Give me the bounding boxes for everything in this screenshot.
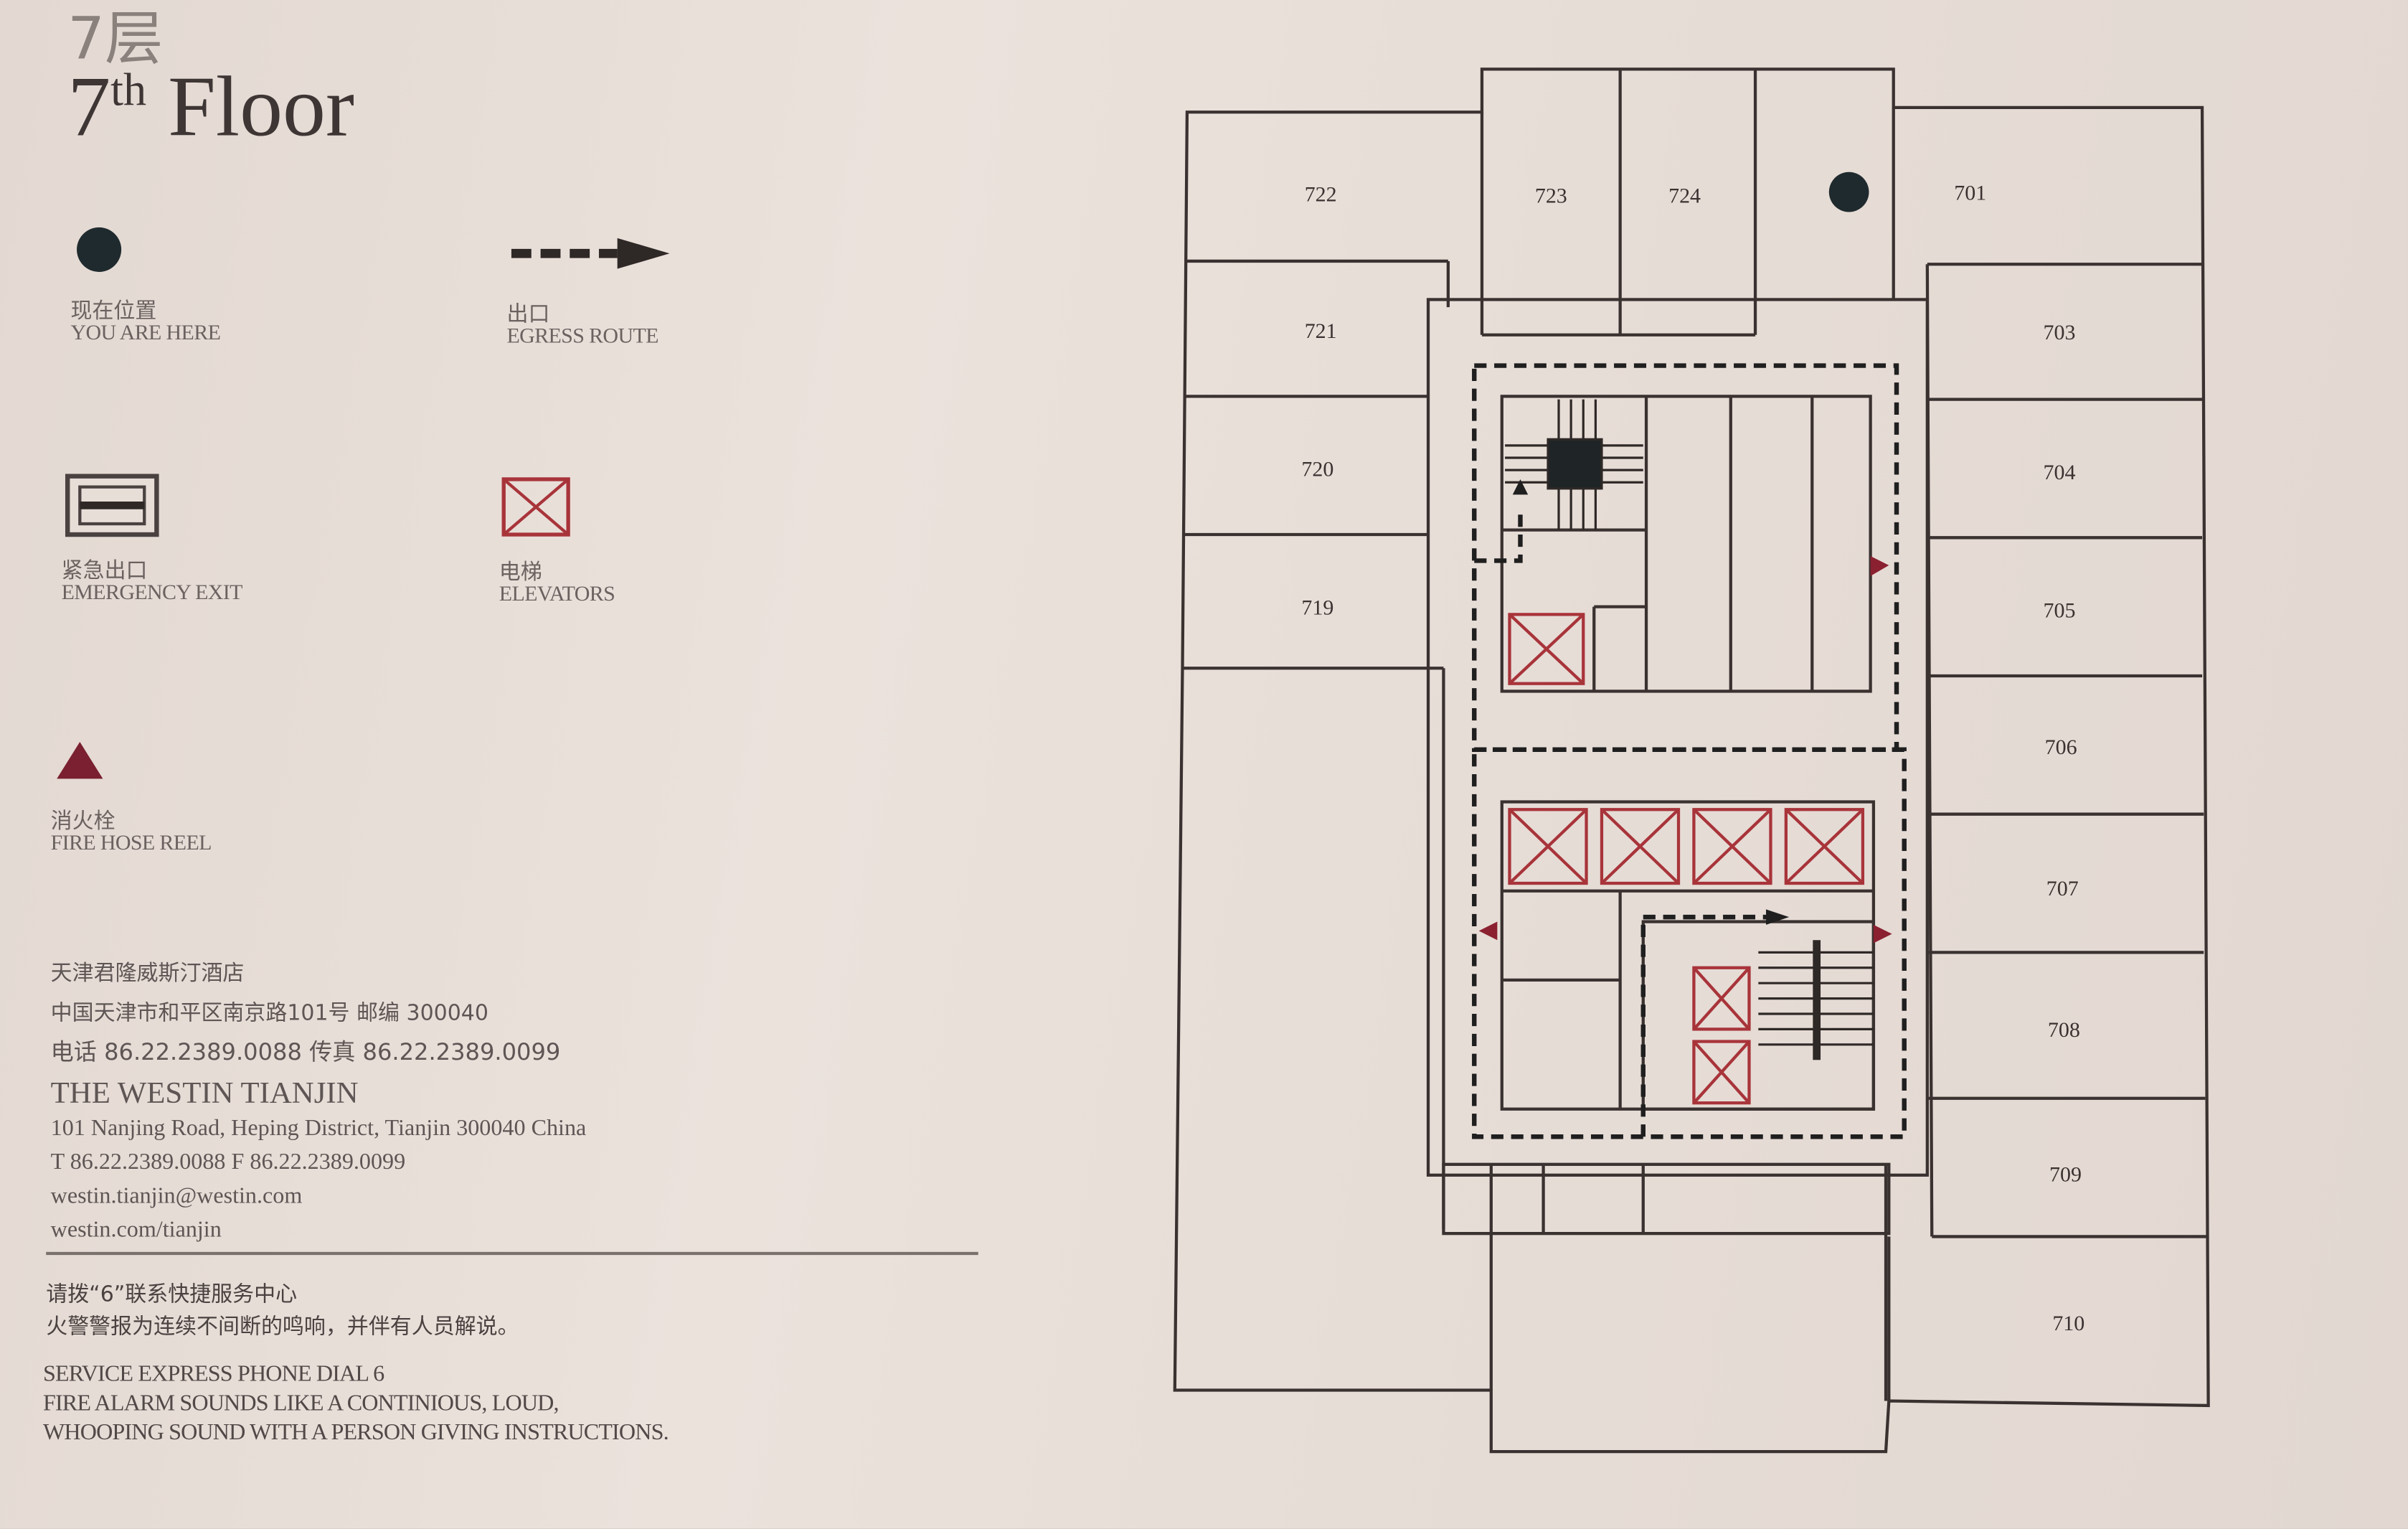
you-are-here-icon: [77, 227, 122, 272]
hotel-name-cn: 天津君隆威斯汀酒店: [50, 961, 245, 987]
legend-egress-cn: 出口: [506, 302, 550, 328]
title-chinese: 7层: [67, 4, 164, 72]
room-721: 721: [1305, 319, 1337, 343]
notice-en-line2: FIRE ALARM SOUNDS LIKE A CONTINIOUS, LOU…: [42, 1391, 559, 1416]
legend-egress-en: EGRESS ROUTE: [506, 325, 658, 349]
room-720: 720: [1301, 458, 1333, 481]
building-outline: [1173, 67, 2210, 1454]
stairs-lower: [1758, 940, 1874, 1060]
you-are-here-marker: [1828, 171, 1869, 212]
hotel-address-en: 101 Nanjing Road, Heping District, Tianj…: [50, 1116, 587, 1142]
room-708: 708: [2048, 1018, 2080, 1042]
egress-arrow-icon: [1512, 479, 1529, 495]
room-722: 722: [1305, 182, 1337, 206]
emergency-exit-icon: [65, 474, 159, 537]
legend-emergency-exit-cn: 紧急出口: [61, 559, 148, 584]
fire-hose-reel-icon: [1870, 556, 1889, 576]
legend-fire-hose-en: FIRE HOSE REEL: [50, 832, 212, 856]
title-number: 7: [67, 60, 111, 156]
room-724: 724: [1668, 184, 1701, 208]
room-709: 709: [2049, 1162, 2082, 1186]
egress-route-icon: [511, 237, 670, 269]
room-719: 719: [1301, 596, 1333, 619]
hotel-phone-en: T 86.22.2389.0088 F 86.22.2389.0099: [50, 1150, 406, 1175]
notice-en-line1: SERVICE EXPRESS PHONE DIAL 6: [42, 1362, 384, 1388]
hotel-website[interactable]: westin.com/tianjin: [50, 1218, 222, 1243]
notice-cn-line1: 请拨“6”联系快捷服务中心: [46, 1282, 298, 1307]
hotel-email[interactable]: westin.tianjin@westin.com: [50, 1184, 303, 1209]
legend-fire-hose-cn: 消火栓: [50, 809, 115, 834]
divider: [46, 1251, 978, 1256]
room-706: 706: [2045, 735, 2077, 759]
room-723: 723: [1535, 184, 1567, 208]
title-suffix: th: [110, 65, 147, 116]
room-704: 704: [2043, 461, 2075, 484]
title-word: Floor: [168, 60, 354, 156]
legend-elevators-en: ELEVATORS: [499, 583, 615, 607]
stairs-upper: [1505, 399, 1643, 530]
fire-hose-reel-icon: [1478, 921, 1498, 941]
room-705: 705: [2043, 599, 2075, 623]
legend-you-are-here-cn: 现在位置: [70, 299, 157, 324]
room-710: 710: [2052, 1312, 2084, 1335]
egress-arrow-icon: [1766, 909, 1790, 925]
hotel-phone-cn: 电话 86.22.2389.0088 传真 86.22.2389.0099: [50, 1038, 561, 1066]
legend-you-are-here-en: YOU ARE HERE: [70, 322, 221, 346]
elevators: [1508, 613, 1865, 1105]
legend-emergency-exit-en: EMERGENCY EXIT: [61, 582, 243, 606]
elevator-icon: [501, 477, 570, 537]
room-707: 707: [2046, 877, 2079, 900]
page-title: 7th Floor: [67, 58, 354, 156]
hotel-name-en: THE WESTIN TIANJIN: [50, 1076, 359, 1111]
egress-route: [1472, 363, 1907, 1139]
notice-en-line3: WHOOPING SOUND WITH A PERSON GIVING INST…: [42, 1421, 669, 1446]
fire-hose-reel-icon: [1873, 924, 1892, 944]
fire-hose-reel-icon: [57, 742, 103, 779]
room-703: 703: [2043, 321, 2075, 344]
legend-elevators-cn: 电梯: [499, 560, 542, 585]
room-701: 701: [1954, 181, 1986, 204]
notice-cn-line2: 火警警报为连续不间断的鸣响，并伴有人员解说。: [46, 1314, 519, 1340]
hotel-address-cn: 中国天津市和平区南京路101号 邮编 300040: [50, 1001, 488, 1027]
